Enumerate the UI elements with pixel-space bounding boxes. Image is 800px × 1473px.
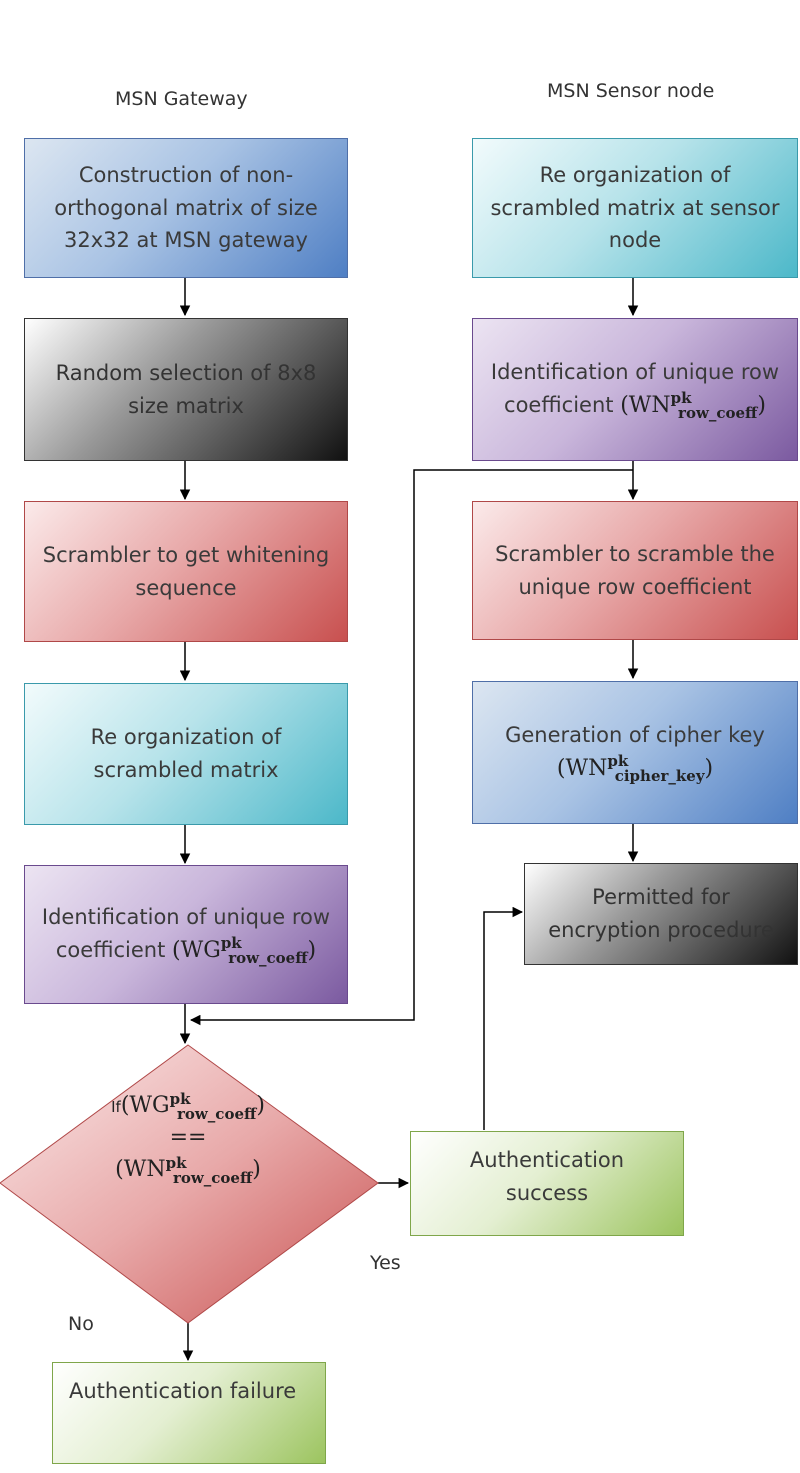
yes-label: Yes bbox=[370, 1252, 401, 1274]
gateway-identification-box: Identification of unique row coefficient… bbox=[24, 865, 348, 1004]
decision-wn-sup: pk bbox=[165, 1153, 187, 1172]
scrambler-whitening-text: Scrambler to get whitening sequence bbox=[42, 542, 330, 600]
wn-cipher-sub: cipher_key bbox=[614, 767, 705, 786]
decision-condition: If(WGpkrow_coeff) == (WNpkrow_coeff) bbox=[40, 1089, 336, 1187]
permitted-encryption-box: Permitted for encryption procedure bbox=[524, 863, 798, 965]
random-selection-text: Random selection of 8x8 size matrix bbox=[55, 360, 317, 418]
construction-matrix-box: Construction of non-orthogonal matrix of… bbox=[24, 138, 348, 278]
authentication-failure-text: Authentication failure bbox=[69, 1379, 297, 1403]
decision-line-3: (WNpkrow_coeff) bbox=[115, 1153, 261, 1187]
cipher-key-text: Generation of cipher key bbox=[505, 723, 765, 748]
gateway-identification-text: Identification of unique row coefficient bbox=[41, 905, 331, 962]
wg-row-coeff-formula: (WGpkrow_coeff) bbox=[172, 934, 317, 968]
decision-diamond bbox=[0, 1044, 379, 1324]
scrambler-unique-row-box: Scrambler to scramble the unique row coe… bbox=[472, 501, 798, 640]
arrow-sensor-to-decision bbox=[189, 469, 633, 1026]
permitted-encryption-text: Permitted for encryption procedure bbox=[548, 885, 774, 942]
gateway-reorganization-box: Re organization of scrambled matrix bbox=[24, 683, 348, 825]
wn-cipher-symbol: WN bbox=[565, 755, 608, 781]
wn-cipher-key-formula: (WNpkcipher_key) bbox=[556, 752, 714, 786]
wn-row-coeff-formula: (WNpkrow_coeff) bbox=[620, 389, 766, 423]
random-selection-box: Random selection of 8x8 size matrix bbox=[24, 318, 348, 461]
decision-equals: == bbox=[169, 1124, 207, 1150]
authentication-success-text: Authentication success bbox=[469, 1148, 625, 1205]
wn-symbol: WN bbox=[628, 392, 671, 418]
decision-line-1: If(WGpkrow_coeff) bbox=[111, 1089, 265, 1123]
construction-matrix-text: Construction of non-orthogonal matrix of… bbox=[54, 163, 318, 253]
no-label: No bbox=[68, 1313, 94, 1335]
sensor-identification-box: Identification of unique row coefficient… bbox=[472, 318, 798, 461]
decision-wn-symbol: WN bbox=[123, 1156, 166, 1182]
sensor-identification-text: Identification of unique row coefficient bbox=[490, 360, 780, 417]
cipher-key-box: Generation of cipher key (WNpkcipher_key… bbox=[472, 681, 798, 824]
wn-sup: pk bbox=[670, 389, 692, 408]
wg-sub: row_coeff bbox=[228, 949, 308, 968]
arrow-success-permitted bbox=[483, 906, 524, 1130]
gateway-column-title: MSN Gateway bbox=[115, 88, 248, 110]
wg-symbol: WG bbox=[180, 937, 221, 963]
decision-wn-sub: row_coeff bbox=[172, 1168, 253, 1187]
if-keyword: If bbox=[111, 1098, 121, 1116]
sensor-reorganization-text: Re organization of scrambled matrix at s… bbox=[490, 163, 780, 253]
sensor-column-title: MSN Sensor node bbox=[547, 80, 715, 102]
gateway-identification-content: Identification of unique row coefficient… bbox=[37, 901, 335, 968]
authentication-failure-box: Authentication failure bbox=[52, 1362, 326, 1464]
decision-wg-sub: row_coeff bbox=[176, 1104, 257, 1123]
wn-sub: row_coeff bbox=[678, 404, 758, 423]
sensor-identification-content: Identification of unique row coefficient… bbox=[485, 356, 785, 423]
decision-wg-sup: pk bbox=[169, 1089, 191, 1108]
gateway-reorganization-text: Re organization of scrambled matrix bbox=[90, 725, 282, 782]
decision-wg-symbol: WG bbox=[129, 1093, 170, 1118]
scrambler-unique-row-text: Scrambler to scramble the unique row coe… bbox=[495, 541, 775, 599]
wn-cipher-sup: pk bbox=[607, 752, 629, 771]
wg-sup: pk bbox=[220, 934, 242, 953]
authentication-success-box: Authentication success bbox=[410, 1131, 684, 1236]
sensor-reorganization-box: Re organization of scrambled matrix at s… bbox=[472, 138, 798, 278]
scrambler-whitening-box: Scrambler to get whitening sequence bbox=[24, 501, 348, 642]
